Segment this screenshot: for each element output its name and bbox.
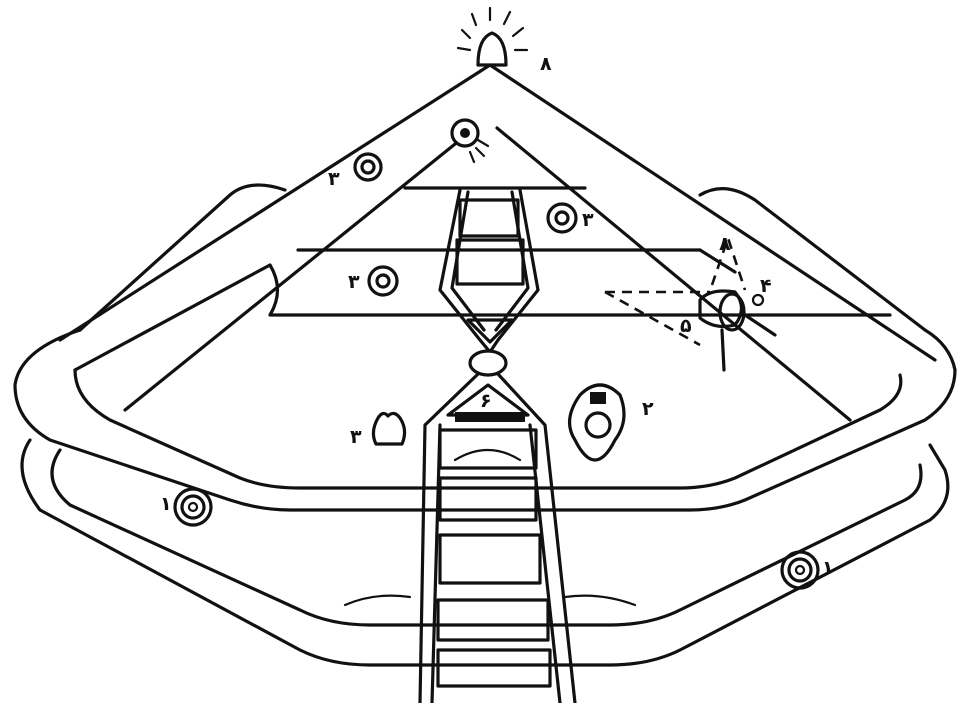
label-inner-right-valve: ۴ bbox=[760, 275, 772, 297]
valve-top-left: ۳ bbox=[328, 154, 381, 190]
apex-light: ۸ bbox=[458, 8, 552, 75]
drain-port: ۲ bbox=[570, 385, 654, 460]
rope-bag: ۳ bbox=[350, 413, 405, 448]
valve-top-right: ۳ bbox=[548, 204, 594, 232]
lower-tube bbox=[22, 440, 948, 665]
valve-mid-left: ۳ bbox=[348, 267, 397, 295]
label-valve-top-right: ۳ bbox=[582, 209, 594, 231]
label-dashed-beam: ۵ bbox=[680, 315, 692, 337]
label-ladder-top: ۶ bbox=[480, 390, 492, 412]
label-valve-lower-left: ۱ bbox=[160, 493, 172, 515]
label-drain-port: ۲ bbox=[642, 398, 654, 420]
label-beam-top: ۸ bbox=[719, 233, 731, 255]
valve-lower-left: ۱ bbox=[160, 489, 211, 525]
label-valve-top-left: ۳ bbox=[328, 168, 340, 190]
label-valve-lower-right: ۱ bbox=[822, 557, 834, 579]
label-valve-mid-left: ۳ bbox=[348, 271, 360, 293]
dashed-light-beam: ۵ ۴ ۸ bbox=[605, 233, 775, 370]
label-rope-bag: ۳ bbox=[350, 426, 362, 448]
inner-lamp bbox=[452, 120, 488, 162]
label-apex-light: ۸ bbox=[540, 53, 552, 75]
